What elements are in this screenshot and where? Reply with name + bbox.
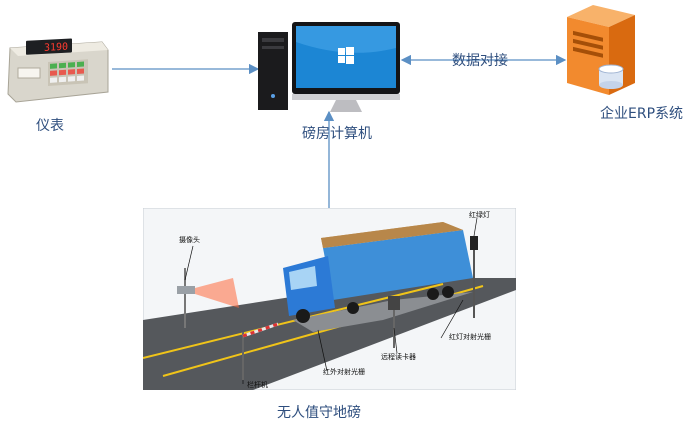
server-icon [567,5,635,95]
meter-node: 3190 [4,28,112,110]
weighing-indicator-icon: 3190 [7,38,109,103]
pc-node [258,20,403,114]
weighbridge-illustration: 摄像头 红绿灯 红灯对射光栅 远程读卡器 红外对射光栅 栏杆机 [142,207,517,391]
computer-icon [258,22,400,112]
callout-ir-grating-right: 红灯对射光栅 [449,332,491,341]
callout-barrier: 栏杆机 [247,380,268,389]
erp-node [565,3,637,97]
callout-ir-grating-bottom: 红外对射光栅 [323,367,365,376]
meter-label: 仪表 [36,118,64,134]
callout-card-reader: 远程读卡器 [381,352,416,361]
edge-label-data-integration: 数据对接 [452,53,508,69]
callout-camera: 摄像头 [179,235,200,244]
weighbridge-label: 无人值守地磅 [277,405,361,421]
callout-traffic-light: 红绿灯 [469,210,490,219]
pc-label: 磅房计算机 [302,126,372,142]
erp-label: 企业ERP系统 [600,106,684,122]
weighbridge-scene: 摄像头 红绿灯 红灯对射光栅 远程读卡器 红外对射光栅 栏杆机 [142,207,517,391]
meter-display: 3190 [44,42,68,54]
